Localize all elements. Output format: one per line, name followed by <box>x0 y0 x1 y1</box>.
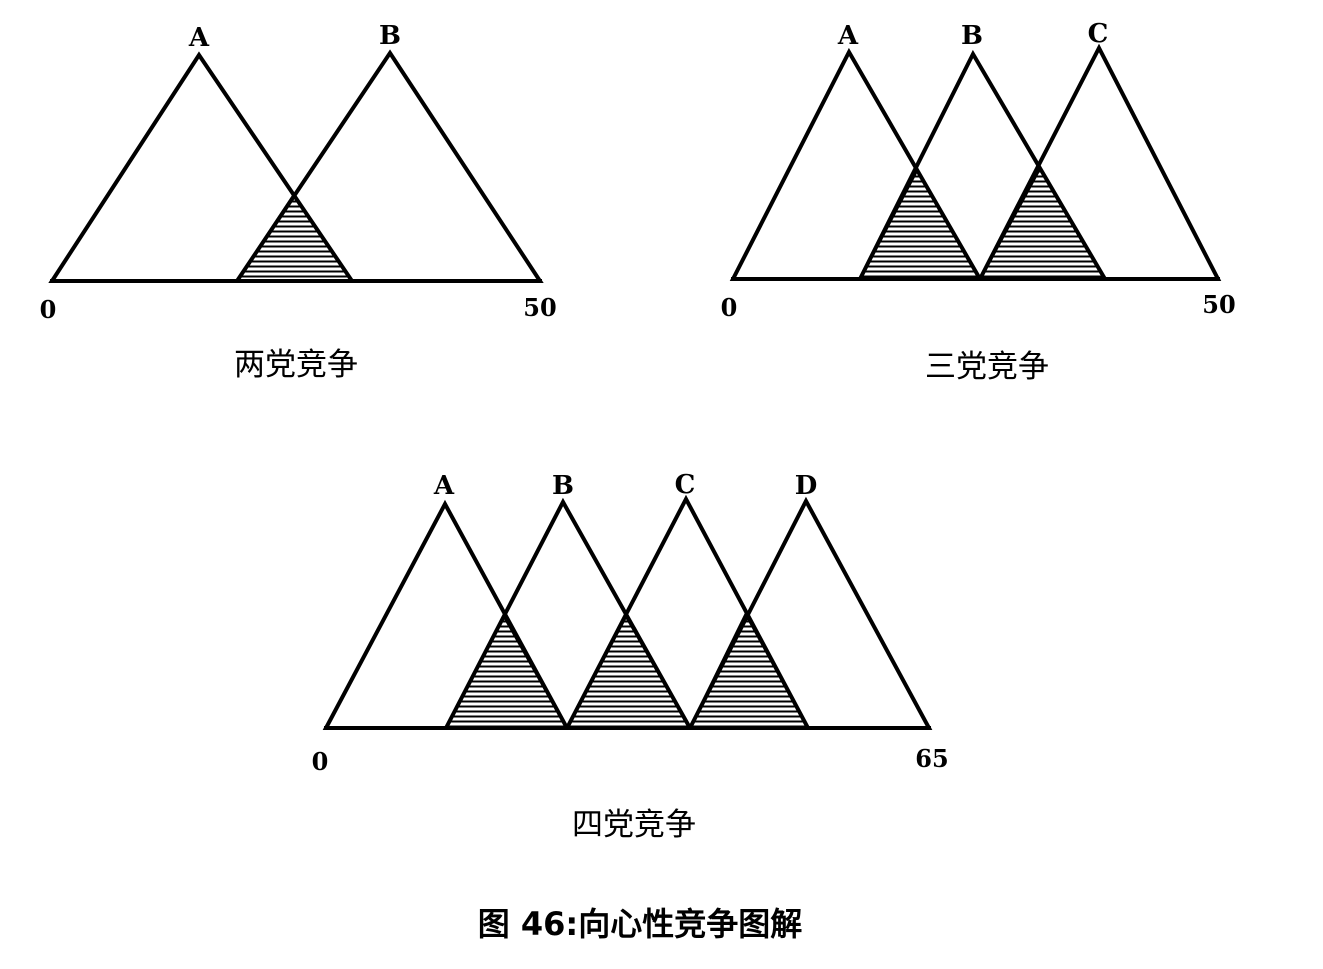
axis-min-label: 0 <box>312 747 329 776</box>
axis-max-label: 65 <box>915 744 948 773</box>
axis-min-label: 0 <box>721 293 738 322</box>
overlap-ab <box>857 166 983 281</box>
panel-caption: 两党竞争 <box>234 347 358 383</box>
panel-caption: 四党竞争 <box>572 807 696 843</box>
overlap-bc <box>564 612 693 730</box>
axis-min-label: 0 <box>40 295 57 324</box>
party-label-c: C <box>1088 19 1109 49</box>
overlap-ab <box>234 192 355 283</box>
party-label-a: A <box>433 471 455 501</box>
party-label-b: B <box>961 21 983 51</box>
party-label-a: A <box>188 23 210 53</box>
axis-max-label: 50 <box>523 293 556 322</box>
panel-three-party: A B C 0 50 三党竞争 <box>721 19 1236 385</box>
panel-caption: 三党竞争 <box>925 349 1049 385</box>
party-label-c: C <box>675 470 696 500</box>
overlap-ab <box>443 612 570 730</box>
party-label-a: A <box>837 21 859 51</box>
party-label-d: D <box>795 471 818 501</box>
panel-four-party: A B C D 0 65 四党竞争 <box>312 470 949 843</box>
overlap-bc <box>977 164 1108 281</box>
panel-two-party: A B 0 50 两党竞争 <box>40 21 557 383</box>
figure-caption: 图 46:向心性竞争图解 <box>478 905 802 943</box>
party-label-b: B <box>552 471 574 501</box>
axis-max-label: 50 <box>1202 290 1235 319</box>
overlap-cd <box>687 610 811 730</box>
party-label-b: B <box>379 21 401 51</box>
